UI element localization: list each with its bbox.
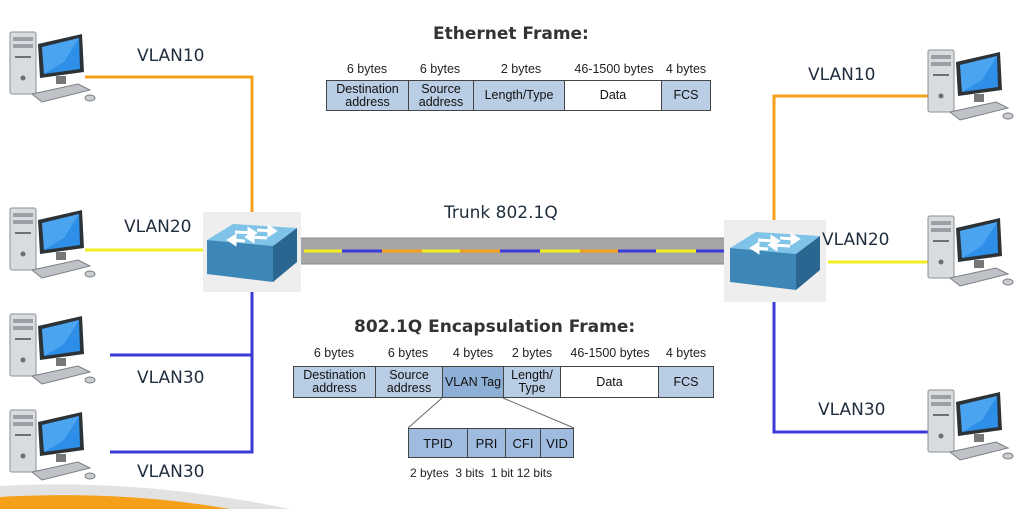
vlan-label-left-mid: VLAN20 [124, 217, 192, 237]
tag-field-pri: PRI [467, 428, 506, 458]
dot1q-size: 6 bytes [313, 346, 355, 360]
dot1q-field-length-type: Length/ Type [503, 366, 561, 398]
ethernet-field-source: Source address [408, 80, 474, 111]
dot1q-size: 6 bytes [387, 346, 429, 360]
link-vlan30-left-a [110, 290, 254, 357]
link-vlan10-left [85, 75, 254, 228]
ethernet-field-length-type: Length/Type [473, 80, 565, 111]
dot1q-size: 4 bytes [665, 346, 707, 360]
tag-field-sizes: 2 bytes 3 bits 1 bit 12 bits [410, 466, 553, 480]
computer-icon[interactable] [8, 310, 98, 390]
computer-icon[interactable] [926, 386, 1016, 466]
link-vlan30-right [772, 302, 930, 434]
computer-icon[interactable] [926, 46, 1016, 126]
ethernet-size: 4 bytes [665, 62, 707, 76]
dot1q-size: 4 bytes [452, 346, 494, 360]
link-vlan10-right [772, 94, 930, 225]
vlan-label-left-top: VLAN10 [137, 46, 205, 66]
computer-icon[interactable] [8, 28, 98, 108]
computer-icon[interactable] [8, 406, 98, 486]
ethernet-field-data: Data [564, 80, 662, 111]
dot1q-field-fcs: FCS [658, 366, 714, 398]
dot1q-size: 2 bytes [511, 346, 553, 360]
ethernet-frame-title: Ethernet Frame: [433, 24, 589, 44]
dot1q-frame-title: 802.1Q Encapsulation Frame: [354, 317, 636, 337]
dot1q-field-data: Data [560, 366, 659, 398]
vlan-label-right-top: VLAN10 [808, 65, 876, 85]
ethernet-size: 46-1500 bytes [574, 62, 654, 76]
switch-left[interactable] [203, 212, 301, 292]
ethernet-field-fcs: FCS [661, 80, 711, 111]
vlan-label-right-mid: VLAN20 [822, 230, 890, 250]
dot1q-field-vlan-tag: VLAN Tag [442, 366, 504, 398]
trunk-label: Trunk 802.1Q [444, 203, 558, 223]
ethernet-size: 2 bytes [500, 62, 542, 76]
switch-right[interactable] [724, 220, 826, 302]
tag-field-cfi: CFI [505, 428, 541, 458]
vlan-label-right-low: VLAN30 [818, 400, 886, 420]
switch-icon [728, 230, 822, 292]
tag-field-tpid: TPID [408, 428, 468, 458]
ethernet-size: 6 bytes [419, 62, 461, 76]
dot1q-field-destination: Destination address [293, 366, 376, 398]
switch-icon [205, 222, 299, 284]
link-vlan30-left-b [110, 355, 254, 454]
ethernet-field-destination: Destination address [326, 80, 409, 111]
computer-icon[interactable] [8, 204, 98, 284]
vlan-label-left-low2: VLAN30 [137, 462, 205, 482]
dot1q-size: 46-1500 bytes [570, 346, 650, 360]
computer-icon[interactable] [926, 212, 1016, 292]
tag-field-vid: VID [540, 428, 574, 458]
ethernet-size: 6 bytes [346, 62, 388, 76]
dot1q-field-source: Source address [375, 366, 443, 398]
vlan-label-left-low1: VLAN30 [137, 368, 205, 388]
